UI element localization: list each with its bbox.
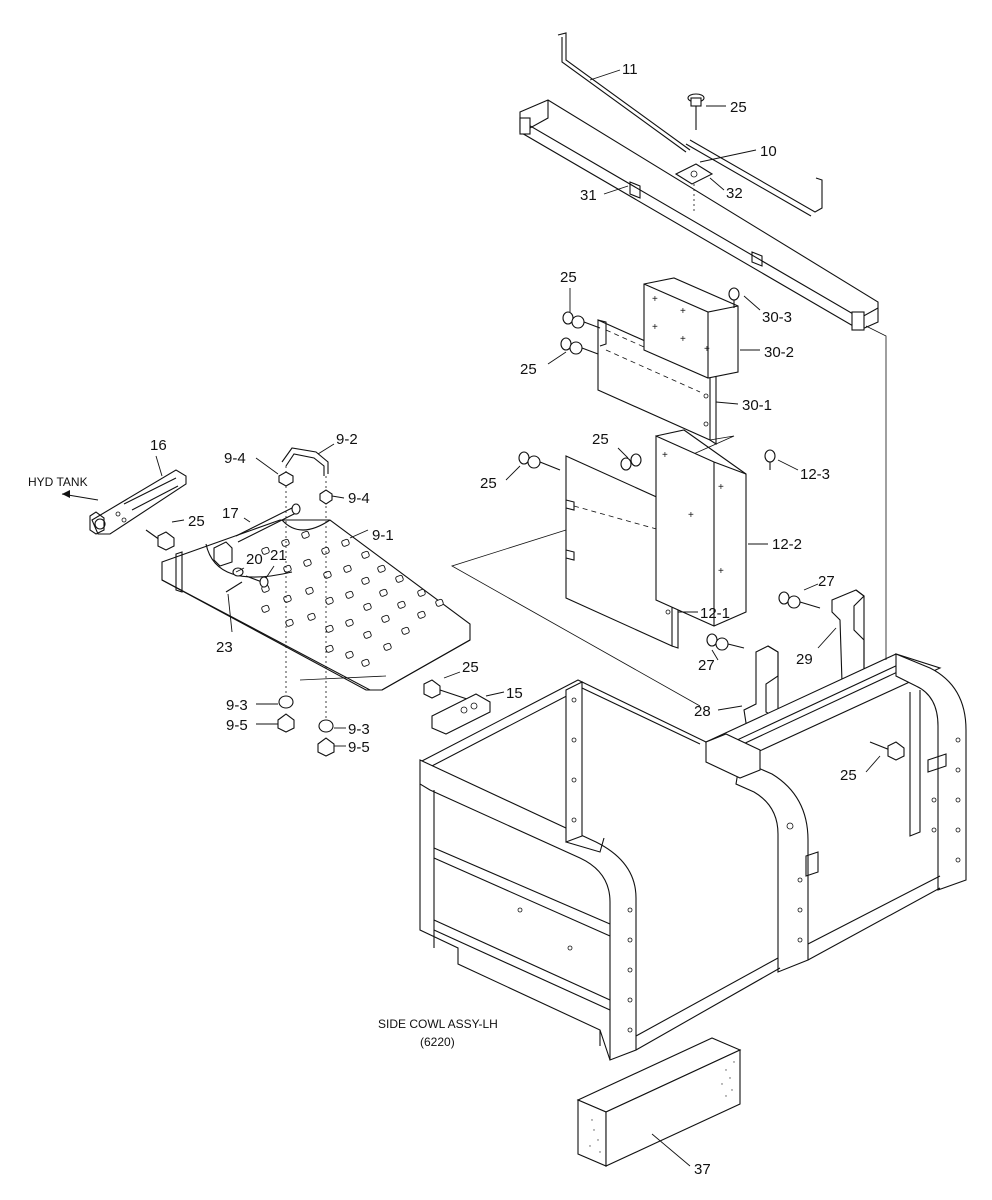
leader-lines (155, 69, 881, 1167)
callout-23: 23 (216, 639, 233, 656)
callout-12-3: 12-3 (800, 466, 830, 483)
callout-11: 11 (622, 61, 638, 78)
rod-10 (685, 139, 823, 217)
callout-25: 25 (592, 431, 609, 448)
plate-32 (674, 163, 714, 214)
callout-9-3: 9-3 (348, 721, 370, 738)
callout-9-4: 9-4 (348, 490, 370, 507)
pad-15 (431, 693, 491, 735)
bolt-25-frame (869, 741, 905, 761)
callout-27: 27 (818, 573, 835, 590)
hyd-tank-note: HYD TANK (28, 475, 88, 489)
step-plate-9-1 (161, 519, 471, 691)
callout-25: 25 (188, 513, 205, 530)
callout-25: 25 (462, 659, 479, 676)
block-37 (576, 1037, 742, 1167)
nut-9-3-left (278, 695, 294, 709)
callout-28: 28 (694, 703, 711, 720)
svg-text:+: + (704, 344, 710, 355)
svg-text:+: + (662, 450, 668, 461)
bolt-27-lower (706, 633, 745, 651)
svg-text:+: + (718, 482, 724, 493)
callout-20: 20 (246, 551, 263, 568)
bracket-29 (831, 589, 865, 683)
callout-27: 27 (698, 657, 715, 674)
frame-assembly (419, 653, 967, 1061)
bolts-25-panel-upper (560, 311, 601, 355)
callout-29: 29 (796, 651, 813, 668)
pin-21 (245, 575, 269, 588)
callout-9-3: 9-3 (226, 697, 248, 714)
callout-9-4: 9-4 (224, 450, 246, 467)
callout-12-2: 12-2 (772, 536, 802, 553)
callout-25: 25 (730, 99, 747, 116)
svg-text:+: + (718, 566, 724, 577)
callout-31: 31 (580, 187, 597, 204)
callout-9-2: 9-2 (336, 431, 358, 448)
svg-text:+: + (652, 322, 658, 333)
rod-11 (557, 32, 691, 153)
callout-25: 25 (520, 361, 537, 378)
callout-25: 25 (480, 475, 497, 492)
nut-9-4-right (319, 489, 333, 505)
callout-10: 10 (760, 143, 777, 160)
callout-9-5: 9-5 (348, 739, 370, 756)
pin-12-3 (764, 449, 776, 470)
svg-text:+: + (652, 294, 658, 305)
clip-23 (225, 581, 243, 593)
callout-30-1: 30-1 (742, 397, 772, 414)
pin-17 (213, 503, 301, 567)
bolts-25-panel-lower (518, 451, 642, 471)
callout-25: 25 (560, 269, 577, 286)
nut-9-4-left (278, 471, 294, 487)
pin-30-3 (728, 287, 740, 308)
callout-16: 16 (150, 437, 167, 454)
svg-text:+: + (688, 510, 694, 521)
callout-30-3: 30-3 (762, 309, 792, 326)
callout-12-1: 12-1 (700, 605, 730, 622)
side-cowl-note: SIDE COWL ASSY-LH (378, 1017, 498, 1031)
u-bolt-9-2 (281, 447, 329, 722)
bolt-25-bracket (145, 529, 175, 551)
callout-15: 15 (506, 685, 523, 702)
nut-9-5-left (277, 713, 295, 733)
callout-32: 32 (726, 185, 743, 202)
callout-30-2: 30-2 (764, 344, 794, 361)
nut-9-5-right (317, 737, 335, 757)
step-holes (261, 530, 444, 667)
callout-21: 21 (270, 547, 287, 564)
bracket-16 (89, 469, 187, 535)
callout-9-5: 9-5 (226, 717, 248, 734)
side-cowl-ref-note: (6220) (420, 1035, 455, 1049)
callout-25: 25 (840, 767, 857, 784)
nut-9-3-right (318, 719, 334, 733)
bolt-25-pad (423, 679, 471, 701)
pad-30-2: + + + + + (643, 277, 739, 379)
bolt-25-top (687, 93, 705, 130)
hyd-tank-arrow (61, 490, 99, 501)
pad-12-2: + + + + (655, 429, 747, 627)
callout-37: 37 (694, 1161, 711, 1178)
beam-31 (519, 99, 879, 331)
callout-labels: 11 25 10 31 32 25 30-3 25 30-2 30-1 25 2… (150, 61, 857, 1178)
svg-text:+: + (680, 306, 686, 317)
svg-text:+: + (680, 334, 686, 345)
callout-9-1: 9-1 (372, 527, 394, 544)
bolt-27-upper (778, 591, 821, 609)
callout-17: 17 (222, 505, 239, 522)
